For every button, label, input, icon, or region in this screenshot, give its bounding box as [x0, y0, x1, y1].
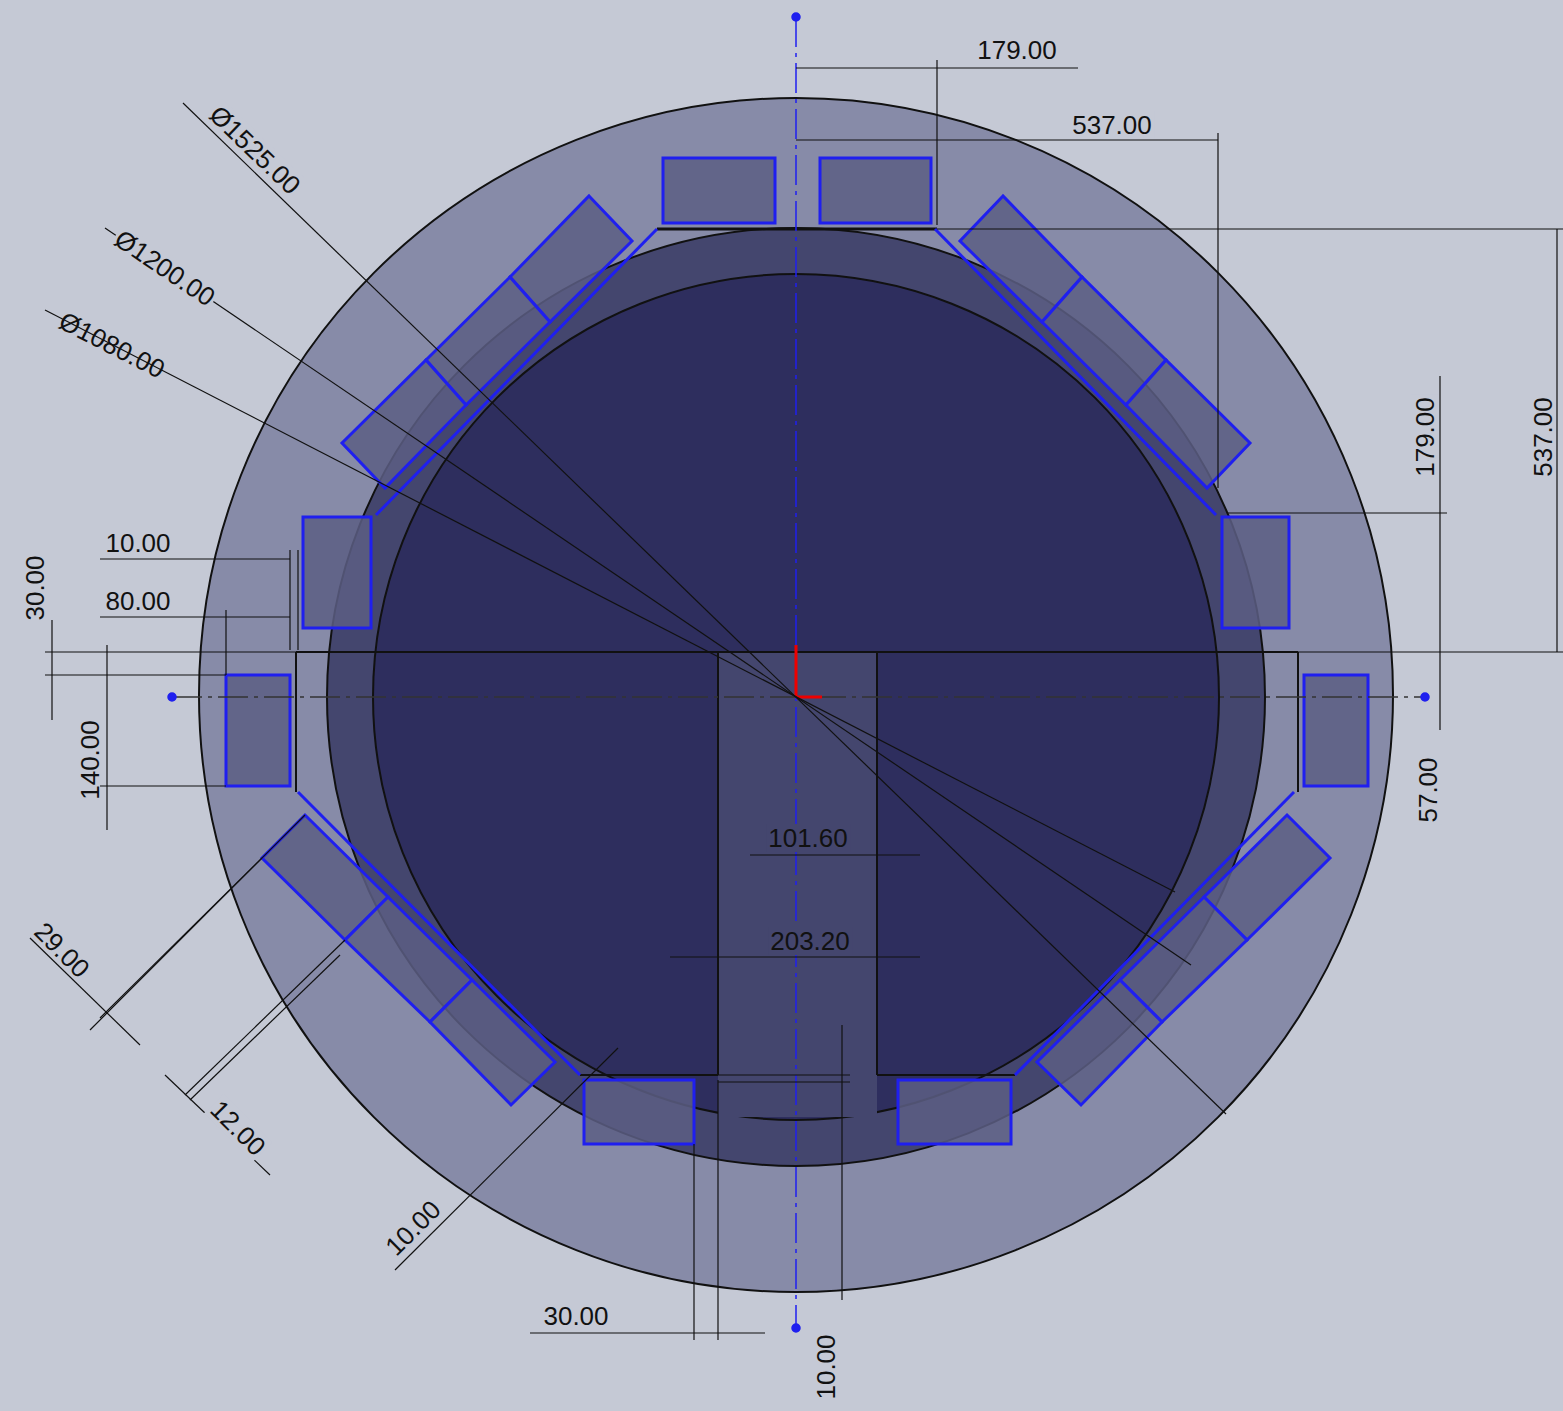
- dimension-line: [936, 60, 937, 225]
- dimension-label: 57.00: [1414, 755, 1442, 824]
- dimension-line: [190, 955, 340, 1100]
- dimension-line: [289, 550, 290, 650]
- slot-outline: [820, 158, 931, 223]
- slot-outline: [1304, 675, 1368, 786]
- dimension-line: [717, 1080, 718, 1340]
- dimension-label: 140.00: [76, 718, 104, 802]
- slot-outline: [226, 158, 1368, 1144]
- dimension-line: [90, 815, 305, 1030]
- dimension-line: [185, 940, 345, 1095]
- slot-outline: [430, 980, 555, 1105]
- dimension-label: Ø1080.00: [53, 306, 171, 385]
- dimension-line: [1439, 652, 1440, 697]
- center-line: [1421, 693, 1429, 701]
- part-body: [295, 652, 297, 792]
- slot-outline: [898, 1080, 1011, 1144]
- part-body: [657, 228, 937, 231]
- slot-outline: [342, 360, 466, 488]
- dimension-line: [530, 1332, 765, 1333]
- center-line: [168, 693, 176, 701]
- dimension-line: [718, 1074, 850, 1075]
- dimension-line: [1218, 651, 1563, 652]
- part-body: [1297, 652, 1299, 792]
- dimension-line: [30, 60, 1563, 1340]
- dimension-label: 80.00: [103, 587, 172, 615]
- dimension-label: 179.00: [975, 36, 1059, 64]
- dimension-label: 30.00: [21, 553, 49, 622]
- slot-outline: [584, 1080, 694, 1144]
- slot-outline: [376, 229, 657, 515]
- dimension-line: [693, 1144, 694, 1340]
- dimension-line: [841, 1110, 842, 1300]
- dimension-label: 179.00: [1411, 395, 1439, 479]
- dimension-line: [45, 310, 1175, 892]
- dimension-line: [1217, 133, 1218, 488]
- dimension-label: Ø1200.00: [108, 223, 222, 312]
- dimension-line: [1439, 376, 1440, 513]
- part-body: [877, 1074, 1015, 1076]
- dimension-line: [45, 651, 296, 652]
- dimension-line: [750, 854, 920, 855]
- dimension-label: Ø1525.00: [203, 99, 307, 201]
- dimension-line: [225, 610, 226, 675]
- dimension-label: 537.00: [1529, 395, 1557, 479]
- dimension-line: [183, 103, 1226, 1114]
- part-body: [876, 652, 878, 1075]
- dimension-label: 30.00: [541, 1302, 610, 1330]
- dimension-label: 101.60: [766, 824, 850, 852]
- dimension-line: [937, 228, 1563, 229]
- dimension-label: 10.00: [103, 529, 172, 557]
- dimension-line: [1228, 512, 1447, 513]
- dimension-label: 537.00: [1070, 111, 1154, 139]
- dimension-line: [718, 1081, 850, 1082]
- slot-outline: [1037, 980, 1162, 1105]
- slot-outline: [1222, 517, 1289, 628]
- slot-outline: [298, 792, 580, 1075]
- part-body: [718, 652, 877, 1117]
- slot-outline: [226, 675, 290, 786]
- dimension-label: 12.00: [204, 1094, 273, 1163]
- dimension-line: [100, 616, 290, 617]
- dimension-line: [106, 645, 107, 830]
- center-line: [795, 645, 798, 697]
- dimension-line: [796, 139, 1218, 140]
- dimension-label: 29.00: [28, 916, 97, 985]
- center-line: [792, 1324, 800, 1332]
- dimension-line: [1439, 697, 1440, 730]
- slot-outline: [663, 158, 775, 223]
- slot-outline: [935, 229, 1216, 515]
- center-line: [796, 696, 822, 699]
- dimension-line: [45, 674, 226, 675]
- slot-outline: [303, 517, 371, 628]
- dimension-line: [51, 620, 52, 720]
- slot-outline: [1126, 360, 1250, 488]
- dimension-line: [670, 956, 920, 957]
- dimension-line: [105, 228, 1191, 965]
- dimension-label: 10.00: [379, 1194, 448, 1263]
- center-line: [792, 13, 800, 21]
- dimension-line: [395, 1048, 618, 1270]
- slot-outline: [1015, 792, 1294, 1075]
- center-line: [795, 17, 797, 1330]
- dimension-label: 10.00: [812, 1332, 840, 1401]
- dimension-line: [841, 1025, 842, 1110]
- dimension-label: 203.20: [768, 927, 852, 955]
- part-body: [580, 1074, 718, 1076]
- dimension-line: [100, 558, 290, 559]
- dimension-line: [297, 550, 298, 650]
- part-body: [717, 652, 719, 1075]
- dimension-line: [100, 785, 226, 786]
- dimension-line: [1439, 513, 1440, 652]
- center-line: [168, 13, 1429, 1332]
